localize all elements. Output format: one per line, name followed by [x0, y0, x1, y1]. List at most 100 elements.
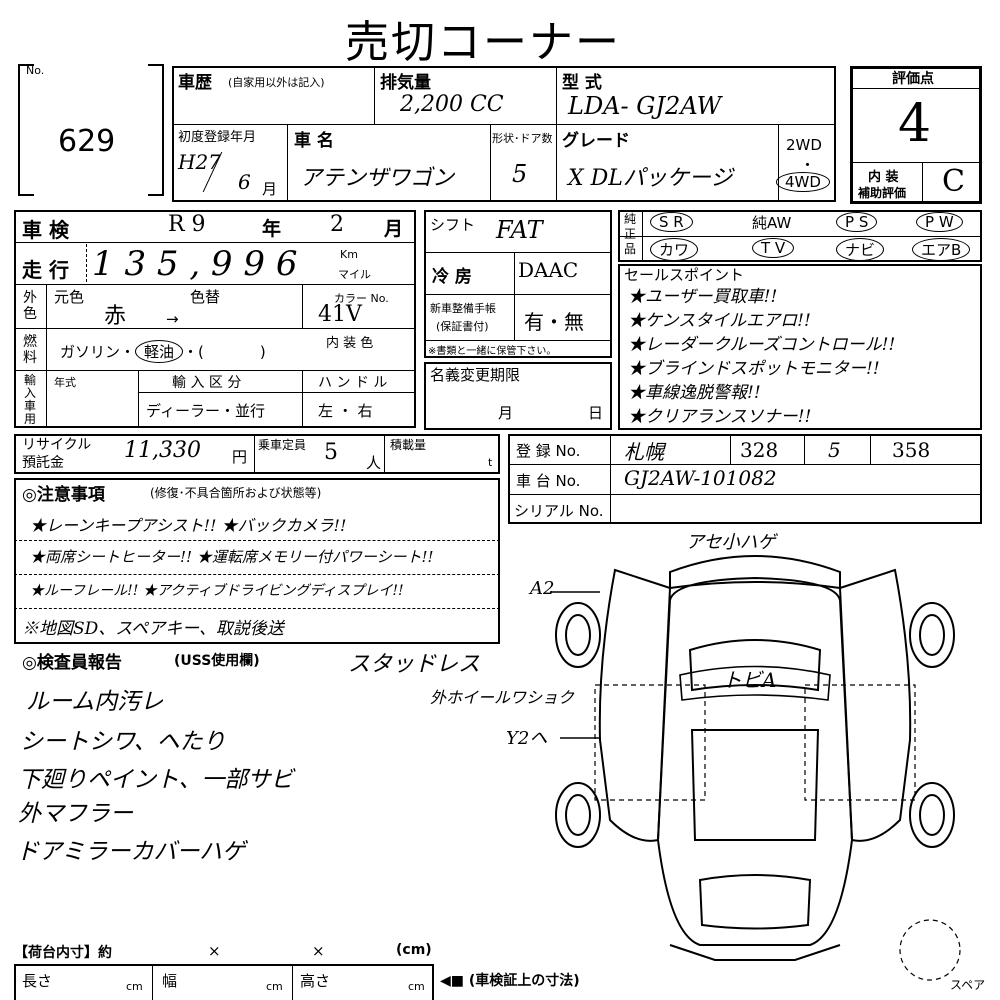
repaint-label: 色替	[190, 288, 221, 306]
import-type-value: ディーラー・並行	[146, 402, 265, 420]
import-type-label: 輸 入 区 分	[172, 375, 242, 391]
notes-box	[14, 478, 500, 644]
interior-color-label: 内 装 色	[326, 336, 374, 351]
sales-point-6: ★クリアランスソナー!!	[628, 407, 812, 427]
reg-area: 札幌	[624, 440, 664, 464]
load-label: 積載量	[390, 438, 427, 452]
shift-label: シフト	[430, 216, 476, 234]
exterior-color-label: 外色	[23, 290, 37, 322]
inspector-line-3: 下廻りペイント、一部サビ	[18, 767, 294, 793]
fuel-options: ガソリン・軽油・()	[60, 340, 266, 363]
cargo-width-cm: cm	[266, 980, 283, 993]
notes-label: ◎注意事項	[22, 485, 105, 505]
cargo-height-label: 高さ	[300, 972, 331, 990]
doors-label: 形状･ドア数	[492, 132, 553, 145]
diagram-roof: トビA	[722, 668, 777, 692]
cargo-length-label: 長さ	[22, 972, 53, 990]
rating-score: 4	[898, 94, 932, 154]
interior-rating-score: C	[942, 164, 965, 199]
handle-value: 左 ・ 右	[318, 402, 373, 420]
sales-point-4: ★ブラインドスポットモニター!!	[628, 359, 880, 379]
recycle-box	[14, 434, 500, 474]
maintenance-value: 有・無	[524, 310, 584, 334]
cargo-x1: ×	[208, 942, 221, 960]
load-unit: t	[488, 456, 493, 469]
cargo-label: 【荷台内寸】約	[14, 945, 112, 961]
first-reg-year: H27	[178, 150, 221, 174]
drive-dot: ・	[800, 156, 816, 174]
mileage-value: 1 3 5 , 9 9 6	[92, 244, 298, 284]
vehicle-info-box	[172, 66, 836, 202]
sales-point-5: ★車線逸脱警報!!	[628, 383, 761, 403]
cargo-unit: (cm)	[396, 942, 432, 958]
drive-4wd-circle: 4WD	[776, 172, 830, 192]
reg-class: 328	[740, 438, 779, 462]
name-change-label: 名義変更期限	[430, 366, 521, 384]
shaken-year-unit: 年	[262, 218, 282, 240]
equip-leather: カワ	[650, 238, 699, 261]
shift-box	[424, 210, 612, 358]
sales-point-3: ★レーダークルーズコントロール!!	[628, 335, 896, 355]
name-change-month: 月	[498, 404, 514, 422]
cargo-length-cm: cm	[126, 980, 143, 993]
mileage-boxes	[86, 244, 331, 282]
lot-number: 629	[58, 124, 116, 159]
car-name-value: アテンザワゴン	[300, 166, 455, 191]
lot-no-label: No.	[26, 64, 45, 77]
maintenance-label-1: 新車整備手帳	[430, 302, 496, 315]
aircon-value: DAAC	[518, 258, 579, 282]
handle-label: ハ ン ド ル	[318, 375, 388, 391]
reg-label: 登 録 No.	[516, 442, 581, 460]
fuel-close: )	[259, 343, 266, 361]
registration-box	[508, 434, 982, 524]
fuel-label: 燃料	[23, 334, 37, 366]
first-reg-month-unit: 月	[262, 180, 278, 198]
name-change-day: 日	[588, 404, 604, 422]
interior-rating-label-2: 補助評価	[858, 186, 907, 200]
diagram-wheel: 外ホイールワショク	[430, 688, 575, 707]
sales-point-1: ★ユーザー買取車!!	[628, 287, 778, 307]
lot-bracket-left	[18, 64, 34, 196]
recycle-label-1: リサイクル	[22, 437, 92, 453]
chassis-label: 車 台 No.	[516, 472, 581, 490]
capacity-label: 乗車定員	[258, 438, 307, 452]
cargo-box	[14, 964, 434, 1000]
chassis-value: GJ2AW-101082	[624, 466, 777, 490]
page-title: 売切コーナー	[345, 17, 621, 68]
inspection-box	[14, 210, 416, 428]
note-line-1: ★レーンキープアシスト!! ★バックカメラ!!	[30, 516, 347, 535]
cargo-x2: ×	[312, 942, 325, 960]
aircon-label: 冷 房	[432, 267, 472, 287]
color-no-value: 41V	[318, 302, 362, 327]
fuel-selected-diesel: 軽油	[135, 340, 184, 363]
inspector-line-1: ルーム内汚レ	[26, 689, 164, 715]
recycle-label-2: 預託金	[22, 455, 64, 471]
maintenance-note: ※書類と一緒に保管下さい。	[428, 346, 557, 357]
drive-2wd: 2WD	[786, 136, 822, 154]
import-year-label: 年式	[54, 376, 76, 389]
shaken-label: 車 検	[22, 218, 69, 242]
sales-point-2: ★ケンスタイルエアロ!!	[628, 311, 811, 331]
model-label: 型 式	[562, 73, 602, 93]
lot-bracket-right	[148, 64, 164, 196]
import-label: 輸入車用	[23, 373, 36, 426]
doors-value: 5	[512, 160, 528, 188]
grade-value: X DLパッケージ	[568, 166, 733, 191]
shift-value: FAT	[496, 216, 543, 244]
recycle-value: 11,330	[124, 438, 201, 463]
sales-points-box	[618, 264, 982, 430]
first-reg-label: 初度登録年月	[178, 130, 257, 145]
equip-tv: T V	[752, 238, 795, 258]
capacity-value: 5	[324, 440, 338, 465]
color-no-label: カラー No.	[334, 292, 389, 305]
history-note: (自家用以外は記入)	[228, 76, 325, 89]
model-value: LDA- GJ2AW	[568, 92, 722, 120]
drive-4wd: 4WD	[776, 172, 830, 192]
equip-navi: ナビ	[836, 238, 885, 261]
shaken-era: R 9	[168, 212, 206, 237]
mile-label: マイル	[338, 268, 371, 281]
first-reg-month: 6	[238, 170, 251, 194]
rating-box	[850, 66, 982, 204]
name-change-box	[424, 362, 612, 430]
note-line-4: ※地図SD、スペアキー、取説後送	[22, 619, 284, 639]
